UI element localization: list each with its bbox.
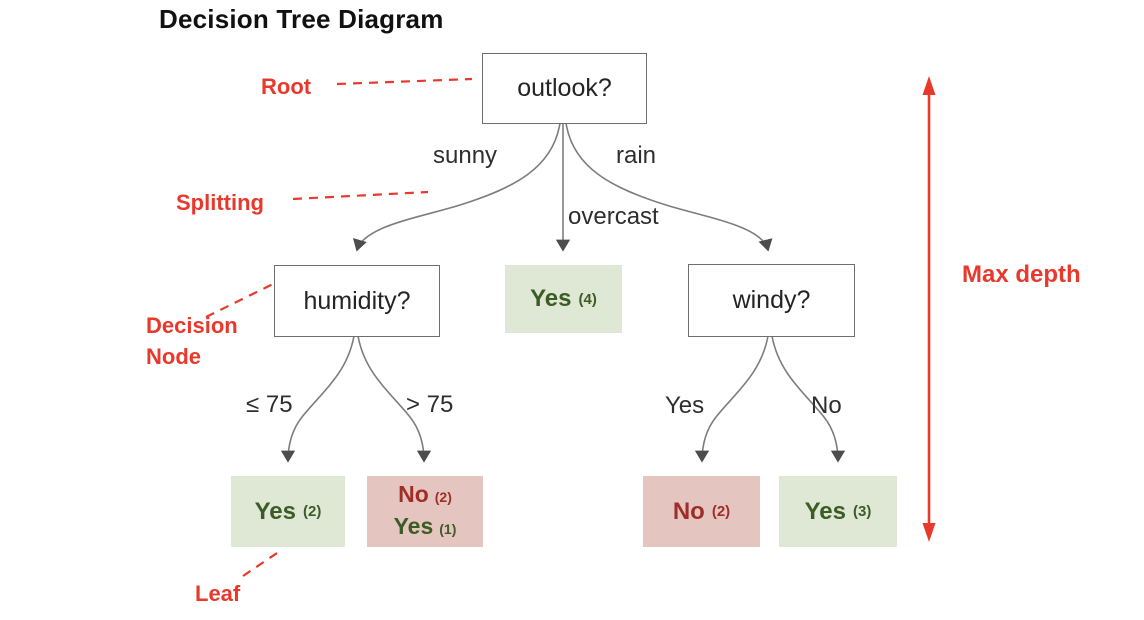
edge-outlook-humidity — [353, 122, 561, 252]
annotation-splitting: Splitting — [176, 190, 264, 215]
edge-humidity-gt75-leaf — [357, 335, 432, 463]
annotation-decision-node: Decision Node — [146, 313, 238, 369]
leaf-mixed-yes-word: Yes — [393, 512, 434, 539]
leaf-pointer-dashed-line — [242, 550, 281, 577]
decision-node-pointer-dashed-line — [205, 281, 278, 318]
node-humidity: humidity? — [274, 265, 440, 337]
max-depth-arrow — [922, 76, 936, 542]
leaf-windy-yes-no: No (2) — [643, 476, 760, 547]
leaf-windy-no-count: (3) — [853, 503, 872, 520]
edge-label-windy-yes: Yes — [665, 392, 705, 419]
edge-label-overcast: overcast — [568, 203, 659, 230]
leaf-windy-yes-count: (2) — [711, 503, 731, 520]
edge-windy-yes-leaf — [694, 335, 769, 463]
leaf-windy-no-yes: Yes (3) — [779, 476, 897, 547]
leaf-windy-yes-word: No — [672, 497, 705, 525]
leaf-windy-no-word: Yes — [804, 497, 847, 525]
edge-label-windy-no: No — [811, 392, 842, 419]
leaf-mixed-no-line: No (2) — [398, 480, 452, 512]
leaf-mixed-no-word: No — [398, 480, 429, 507]
edge-windy-no-leaf — [771, 335, 846, 463]
annotation-leaf: Leaf — [195, 581, 241, 606]
leaf-mixed-yes-count: (1) — [439, 520, 457, 537]
leaf-humidity-le75-count: (2) — [303, 503, 322, 520]
page-title: Decision Tree Diagram — [159, 4, 444, 34]
edge-label-rain: rain — [616, 142, 657, 169]
edge-outlook-windy — [565, 122, 773, 252]
node-humidity-label: humidity? — [303, 286, 411, 315]
leaf-humidity-le75-yes: Yes (2) — [231, 476, 345, 547]
leaf-humidity-le75-word: Yes — [254, 497, 297, 525]
max-depth-arrow-top-head — [922, 76, 936, 95]
node-windy-label: windy? — [732, 286, 811, 314]
max-depth-arrow-bottom-head — [922, 523, 936, 542]
root-pointer-dashed-line — [336, 77, 473, 86]
leaf-overcast-word: Yes — [530, 285, 572, 312]
node-outlook-label: outlook? — [517, 74, 612, 102]
leaf-mixed-yes-line: Yes (1) — [394, 512, 457, 544]
edge-label-gt-75: > 75 — [406, 391, 454, 418]
edge-humidity-le75-leaf — [280, 335, 355, 463]
leaf-humidity-gt75-mixed: No (2) Yes (1) — [367, 476, 483, 547]
leaf-overcast-yes: Yes (4) — [505, 265, 622, 333]
edge-label-sunny: sunny — [433, 142, 498, 169]
annotation-max-depth: Max depth — [962, 261, 1081, 288]
edge-label-le-75: ≤ 75 — [246, 391, 293, 418]
leaf-overcast-count: (4) — [578, 290, 597, 308]
splitting-pointer-dashed-line — [292, 190, 429, 201]
leaf-mixed-no-count: (2) — [434, 488, 452, 505]
annotation-root: Root — [261, 74, 312, 99]
node-windy: windy? — [688, 264, 855, 337]
node-outlook: outlook? — [482, 53, 647, 124]
